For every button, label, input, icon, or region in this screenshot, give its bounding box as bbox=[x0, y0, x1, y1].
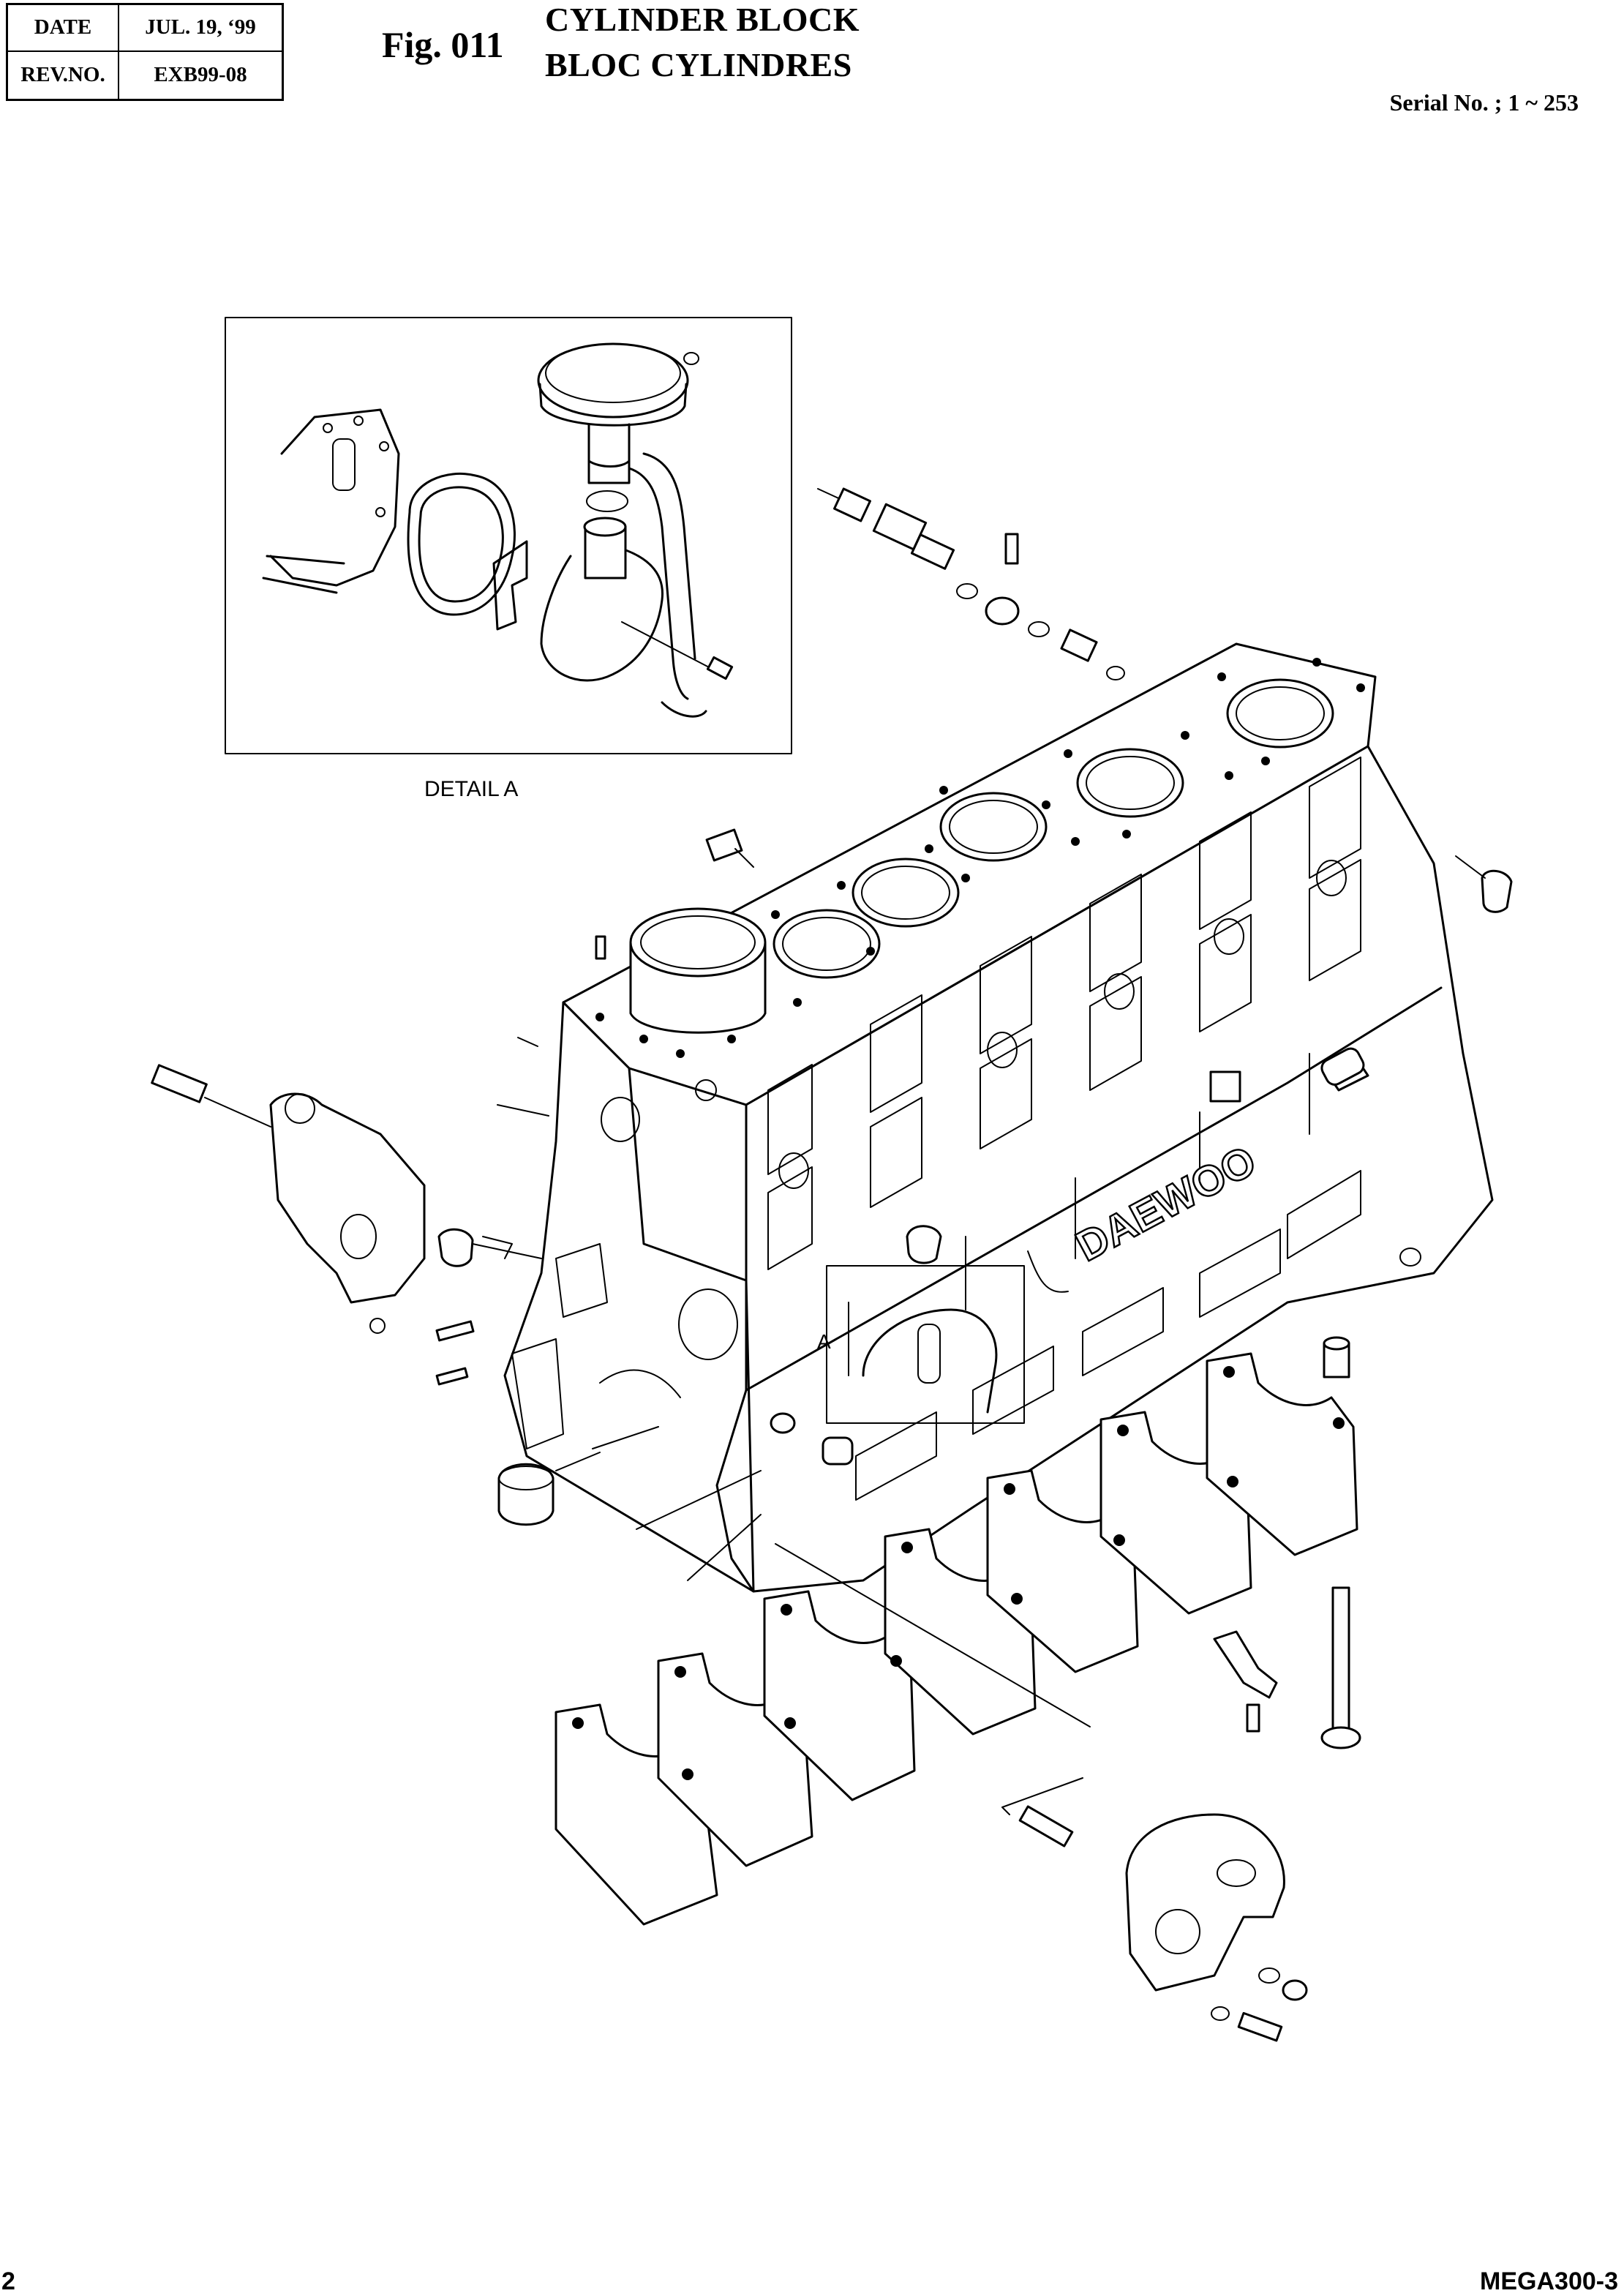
serial-range: Serial No. ; 1 ~ 253 bbox=[1389, 89, 1579, 116]
cylinder-block: DAEWOO bbox=[503, 642, 1494, 1593]
title-english: CYLINDER BLOCK bbox=[545, 1, 860, 38]
detail-a-label: DETAIL A bbox=[424, 777, 519, 801]
rev-label: REV.NO. bbox=[6, 50, 119, 101]
loose-parts bbox=[151, 487, 1513, 2042]
detail-a-inset bbox=[225, 317, 792, 754]
page-number: 2 bbox=[1, 2267, 15, 2295]
rev-value: EXB99-08 bbox=[118, 50, 284, 101]
detail-a-callout-letter: A bbox=[817, 1330, 831, 1353]
main-bearing-caps bbox=[555, 1352, 1358, 1926]
detail-a-callout-box bbox=[826, 1265, 1025, 1424]
date-label: DATE bbox=[6, 3, 119, 52]
revision-table: DATE JUL. 19, ‘99 REV.NO. EXB99-08 bbox=[6, 3, 284, 101]
figure-number: Fig. 011 bbox=[382, 24, 504, 65]
model-code: MEGA300-3 bbox=[1480, 2267, 1618, 2295]
title-french: BLOC CYLINDRES bbox=[545, 46, 852, 83]
date-value: JUL. 19, ‘99 bbox=[118, 3, 284, 52]
